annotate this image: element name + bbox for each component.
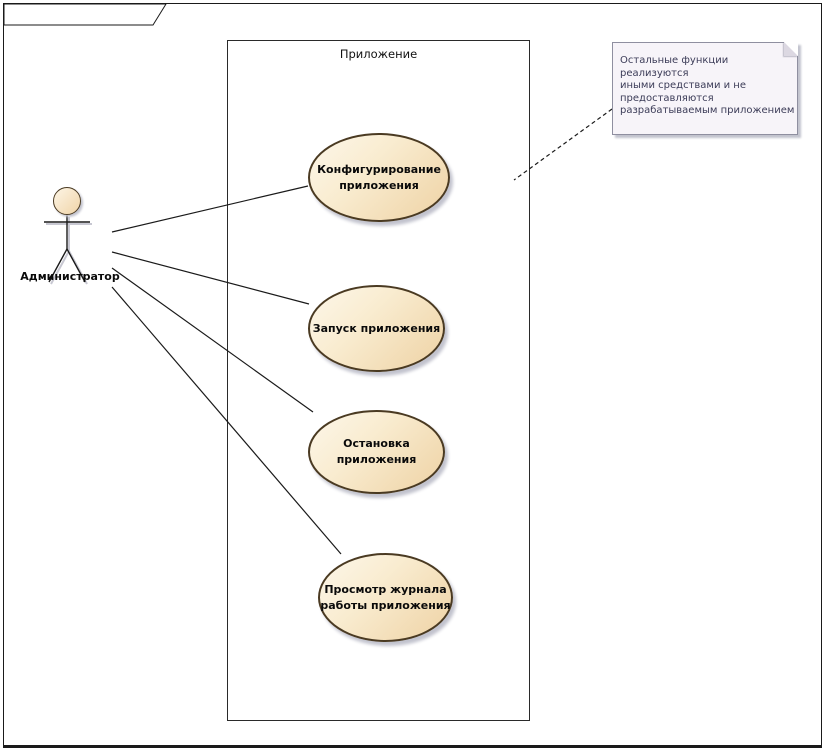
usecase-label: Запуск приложения — [312, 321, 441, 335]
actor-label: Администратор — [20, 270, 120, 283]
usecase-label: Остановка приложения — [336, 437, 417, 466]
usecase-label: Просмотр журнала работы приложения — [320, 582, 451, 612]
usecase-view-application-log[interactable]: Просмотр журнала работы приложения — [318, 553, 453, 642]
association-admin-stop[interactable] — [111, 267, 314, 413]
note-fold-corner-icon — [784, 42, 798, 56]
note-text: Остальные функции реализуются иными сред… — [620, 55, 795, 116]
usecase-configure-application[interactable]: Конфигурирование приложения — [308, 133, 450, 222]
actor-figure[interactable] — [44, 215, 90, 283]
note[interactable]: Остальные функции реализуются иными сред… — [612, 42, 798, 135]
association-admin-start[interactable] — [111, 251, 310, 305]
association-admin-viewlog[interactable] — [111, 286, 342, 555]
actor-leg-left — [48, 248, 68, 283]
actor-leg-right — [66, 248, 86, 283]
note-link[interactable] — [513, 108, 613, 181]
actor-head[interactable] — [53, 187, 81, 215]
system-boundary-label: Приложение — [339, 47, 418, 61]
usecase-label: Конфигурирование приложения — [317, 162, 441, 192]
association-admin-configure[interactable] — [111, 185, 309, 233]
diagram-frame — [3, 3, 822, 748]
frame-title-tab — [3, 3, 167, 26]
usecase-stop-application[interactable]: Остановка приложения — [308, 410, 445, 494]
usecase-start-application[interactable]: Запуск приложения — [308, 285, 445, 372]
